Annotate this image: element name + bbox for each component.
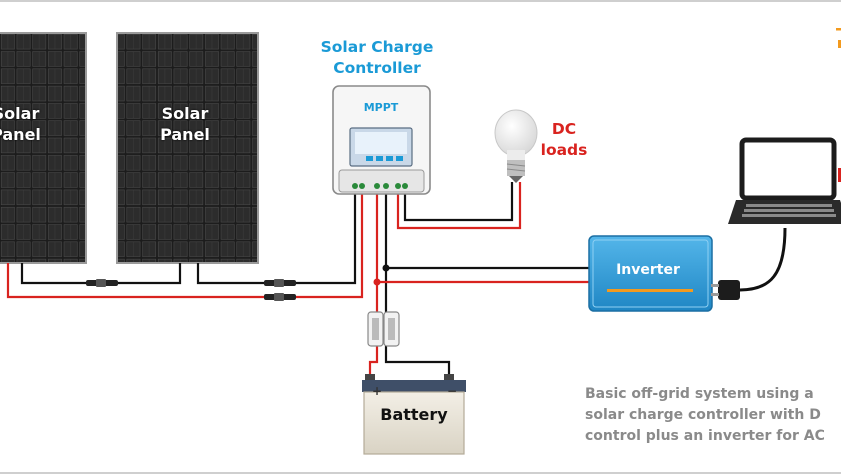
ac-plug-icon bbox=[711, 280, 740, 300]
dc-loads-line2: loads bbox=[540, 141, 588, 159]
controller-title: Solar Charge Controller bbox=[317, 37, 437, 79]
solar-panel-left bbox=[0, 32, 87, 264]
solar-panel-right bbox=[116, 32, 259, 264]
battery-minus: − bbox=[447, 384, 458, 398]
panel-right-label: Solar Panel bbox=[155, 103, 215, 145]
mppt-badge: MPPT bbox=[363, 101, 399, 114]
caption: Basic off-grid system using a solar char… bbox=[585, 384, 825, 447]
controller-title-line2: Controller bbox=[333, 59, 421, 77]
laptop-icon bbox=[728, 137, 841, 224]
battery-plus: + bbox=[372, 384, 383, 398]
inverter bbox=[588, 235, 713, 312]
dc-loads-label: DC loads bbox=[534, 119, 594, 161]
panel-right-label-line2: Panel bbox=[160, 125, 210, 144]
junction-positive bbox=[373, 278, 381, 286]
junction-negative bbox=[382, 264, 390, 272]
light-bulb-icon bbox=[494, 109, 538, 183]
caption-line3: control plus an inverter for AC bbox=[585, 428, 825, 444]
panel-left-label-line2: Panel bbox=[0, 125, 41, 144]
top-border bbox=[0, 0, 841, 2]
accent-mark bbox=[836, 28, 841, 31]
dc-loads-line1: DC bbox=[551, 120, 577, 138]
bottom-border bbox=[0, 472, 841, 474]
accent-mark-3 bbox=[838, 168, 841, 182]
panel-left-label: Solar Panel bbox=[0, 103, 46, 145]
battery bbox=[362, 374, 466, 455]
charge-controller bbox=[332, 85, 431, 195]
controller-title-line1: Solar Charge bbox=[320, 38, 434, 56]
caption-line2: solar charge controller with D bbox=[585, 407, 821, 423]
battery-label: Battery bbox=[380, 405, 448, 424]
fuse-holders bbox=[367, 311, 400, 347]
inverter-label: Inverter bbox=[616, 262, 680, 278]
caption-line1: Basic off-grid system using a bbox=[585, 386, 814, 402]
panel-right-label-line1: Solar bbox=[161, 104, 209, 123]
accent-mark-2 bbox=[838, 40, 841, 48]
panel-left-label-line1: Solar bbox=[0, 104, 40, 123]
mc4-connectors bbox=[86, 279, 296, 301]
